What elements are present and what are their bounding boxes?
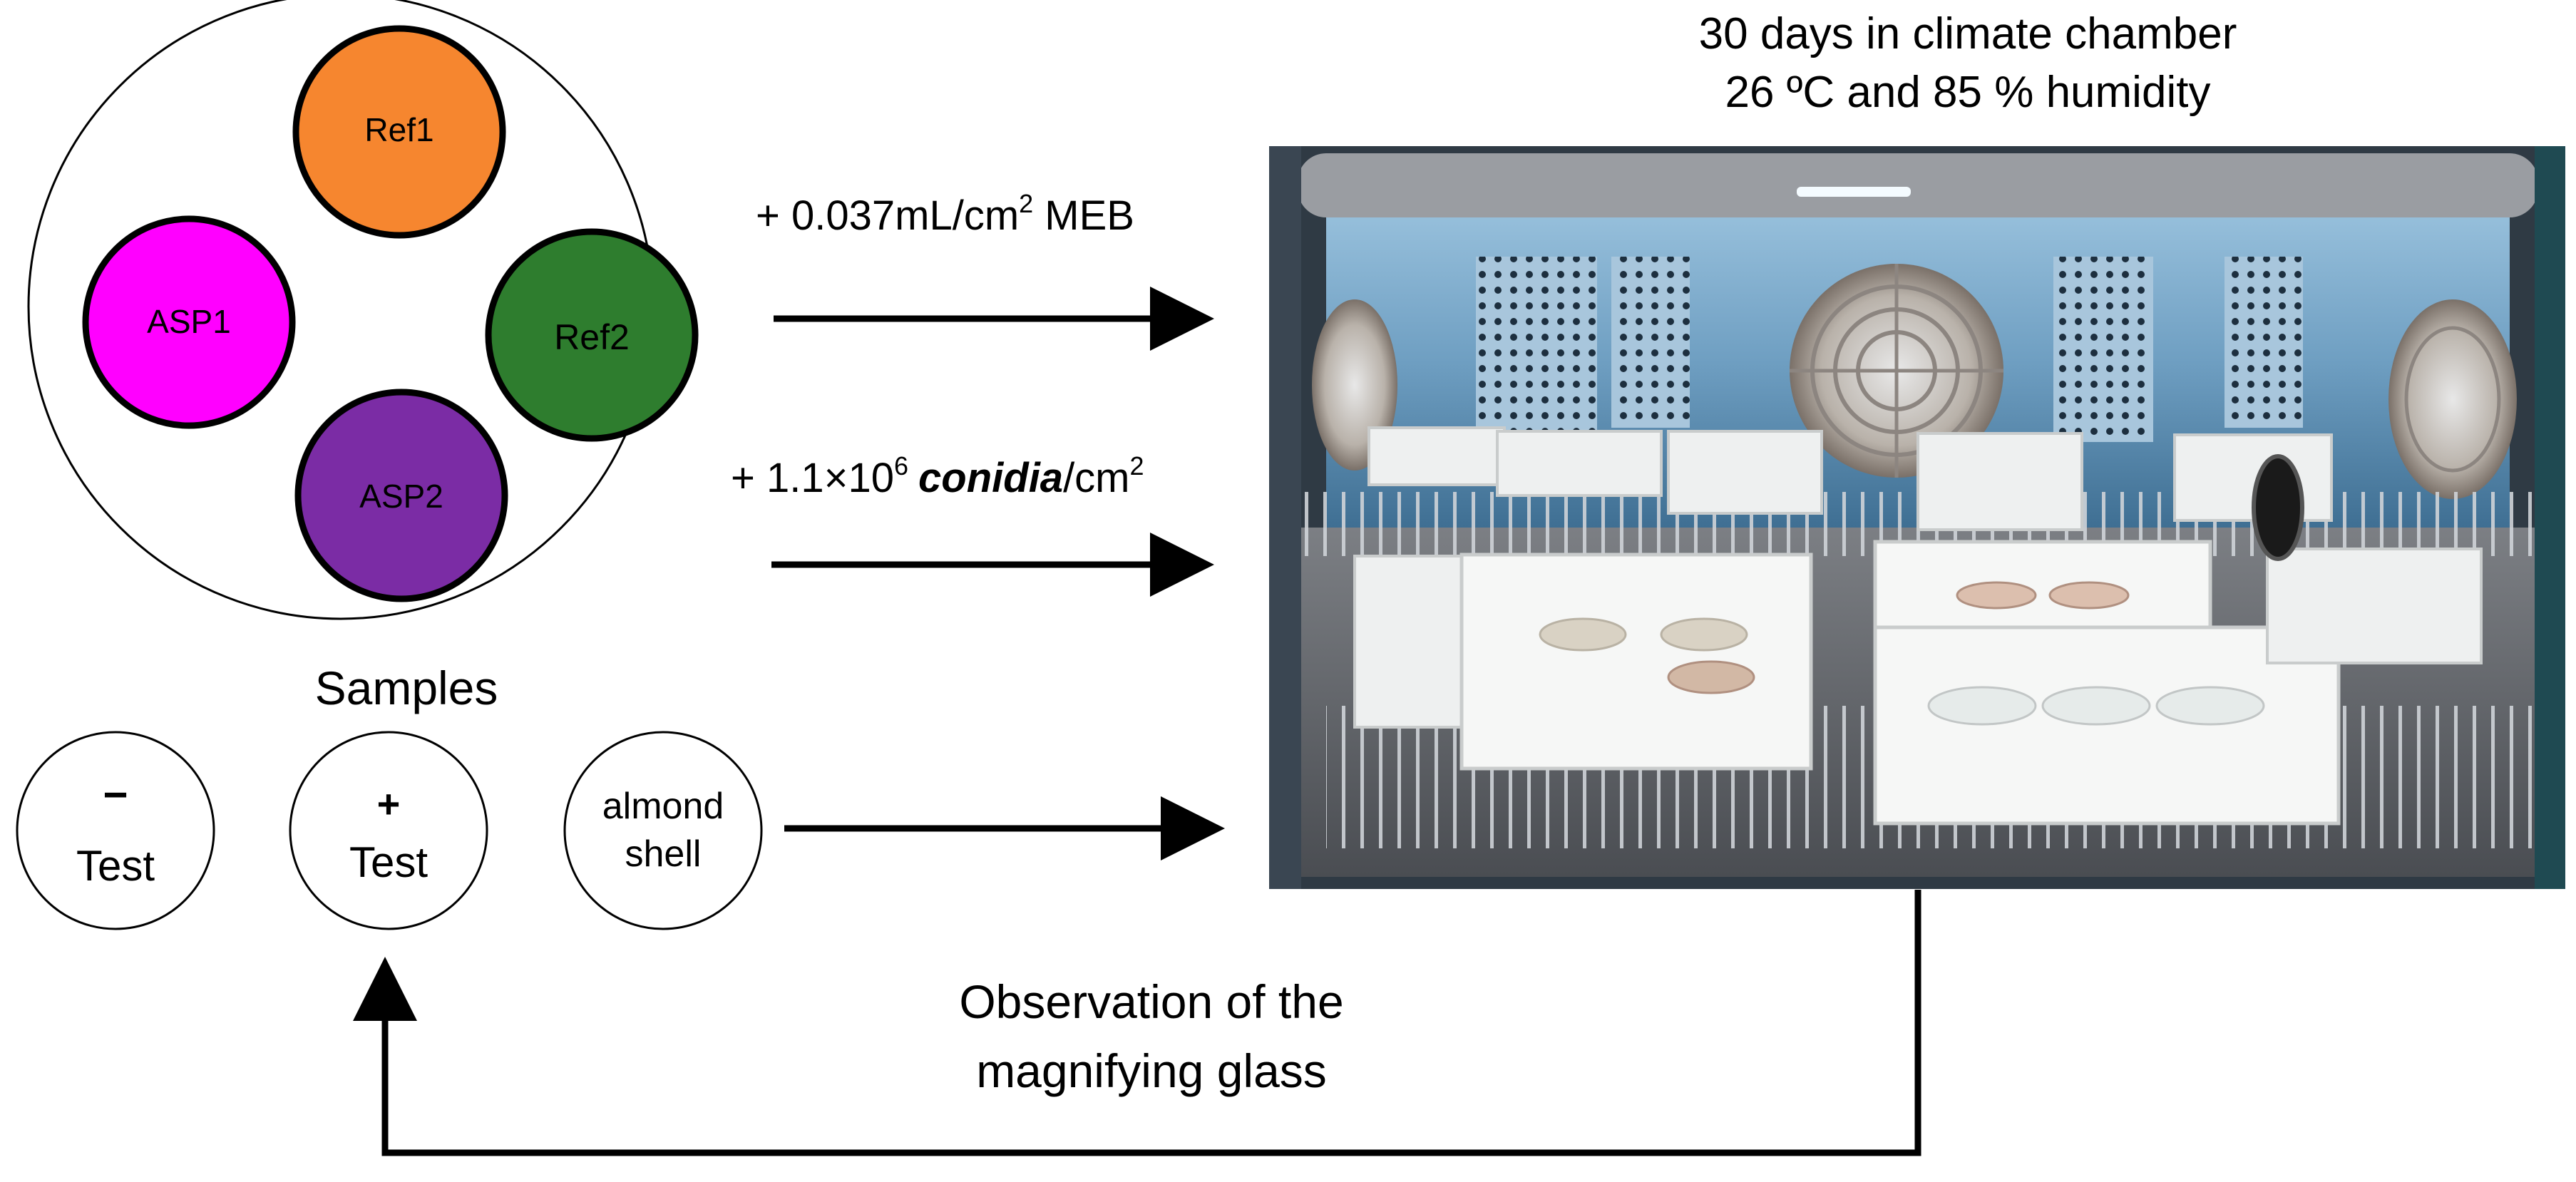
well-ref2-label: Ref2 — [554, 317, 630, 357]
meb-prefix: + 0.037mL/cm — [756, 192, 1019, 239]
samples-caption: Samples — [315, 662, 498, 714]
positive-test-label: Test — [349, 838, 428, 886]
well-ref1: Ref1 — [292, 25, 506, 239]
feedback-label-line1: Observation of the — [959, 975, 1343, 1028]
chamber-title-line2: 26 ºC and 85 % humidity — [1725, 68, 2211, 117]
climate-chamber-photo — [1269, 146, 2565, 889]
conidia-unit: /cm — [1063, 455, 1129, 501]
well-asp1: ASP1 — [82, 215, 296, 429]
meb-treatment-label: + 0.037mL/cm2 MEB — [756, 189, 1134, 239]
almond-shell-circle — [563, 731, 763, 930]
meb-suffix: MEB — [1033, 192, 1134, 239]
sample-plate: Ref1 ASP1 Ref2 ASP2 — [27, 0, 699, 620]
almond-shell-control: almond shell — [563, 731, 763, 930]
well-asp2-label: ASP2 — [359, 478, 443, 515]
chamber-door-edge-left — [1269, 146, 1301, 889]
meb-sup: 2 — [1019, 189, 1033, 218]
fan-center-icon — [1790, 264, 2003, 478]
well-ref2-disc — [485, 228, 699, 442]
chamber-port — [2252, 454, 2304, 561]
chamber-top-rim — [1298, 153, 2538, 217]
well-ref1-disc — [292, 25, 506, 239]
feedback-loop-arrow — [353, 890, 1921, 1156]
vent-holes-right2 — [2225, 257, 2303, 428]
chamber-title-line1: 30 days in climate chamber — [1699, 9, 2237, 58]
well-asp2: ASP2 — [294, 389, 508, 602]
well-ref2: Ref2 — [485, 228, 699, 442]
almond-label: almond — [602, 786, 724, 827]
positive-sign: + — [377, 781, 401, 826]
conidia-italic: conidia — [918, 455, 1063, 501]
fan-right-icon — [2388, 299, 2517, 499]
feedback-label-line2: magnifying glass — [976, 1044, 1327, 1097]
sample-trays — [1353, 426, 2483, 826]
chamber-door-edge-right — [2535, 146, 2565, 889]
shell-label: shell — [625, 833, 702, 875]
conidia-sup: 6 — [894, 451, 908, 480]
conidia-unit-sup: 2 — [1130, 451, 1144, 480]
well-ref1-label: Ref1 — [364, 111, 433, 148]
well-asp1-label: ASP1 — [147, 303, 231, 340]
well-asp1-disc — [82, 215, 296, 429]
conidia-treatment-label: + 1.1×106 conidia/cm2 — [731, 451, 1144, 501]
vent-holes-left — [1476, 257, 1597, 442]
negative-test-control: − Test — [16, 731, 215, 930]
vent-holes-right — [2053, 257, 2153, 442]
well-asp2-disc — [294, 389, 508, 602]
positive-test-circle — [289, 731, 488, 930]
negative-test-circle — [16, 731, 215, 930]
conidia-prefix: + 1.1×10 — [731, 455, 894, 501]
negative-sign: − — [103, 771, 128, 818]
chamber-light — [1797, 187, 1911, 197]
vent-holes-left2 — [1611, 257, 1690, 428]
negative-test-label: Test — [76, 842, 155, 890]
positive-test-control: + Test — [289, 731, 488, 930]
